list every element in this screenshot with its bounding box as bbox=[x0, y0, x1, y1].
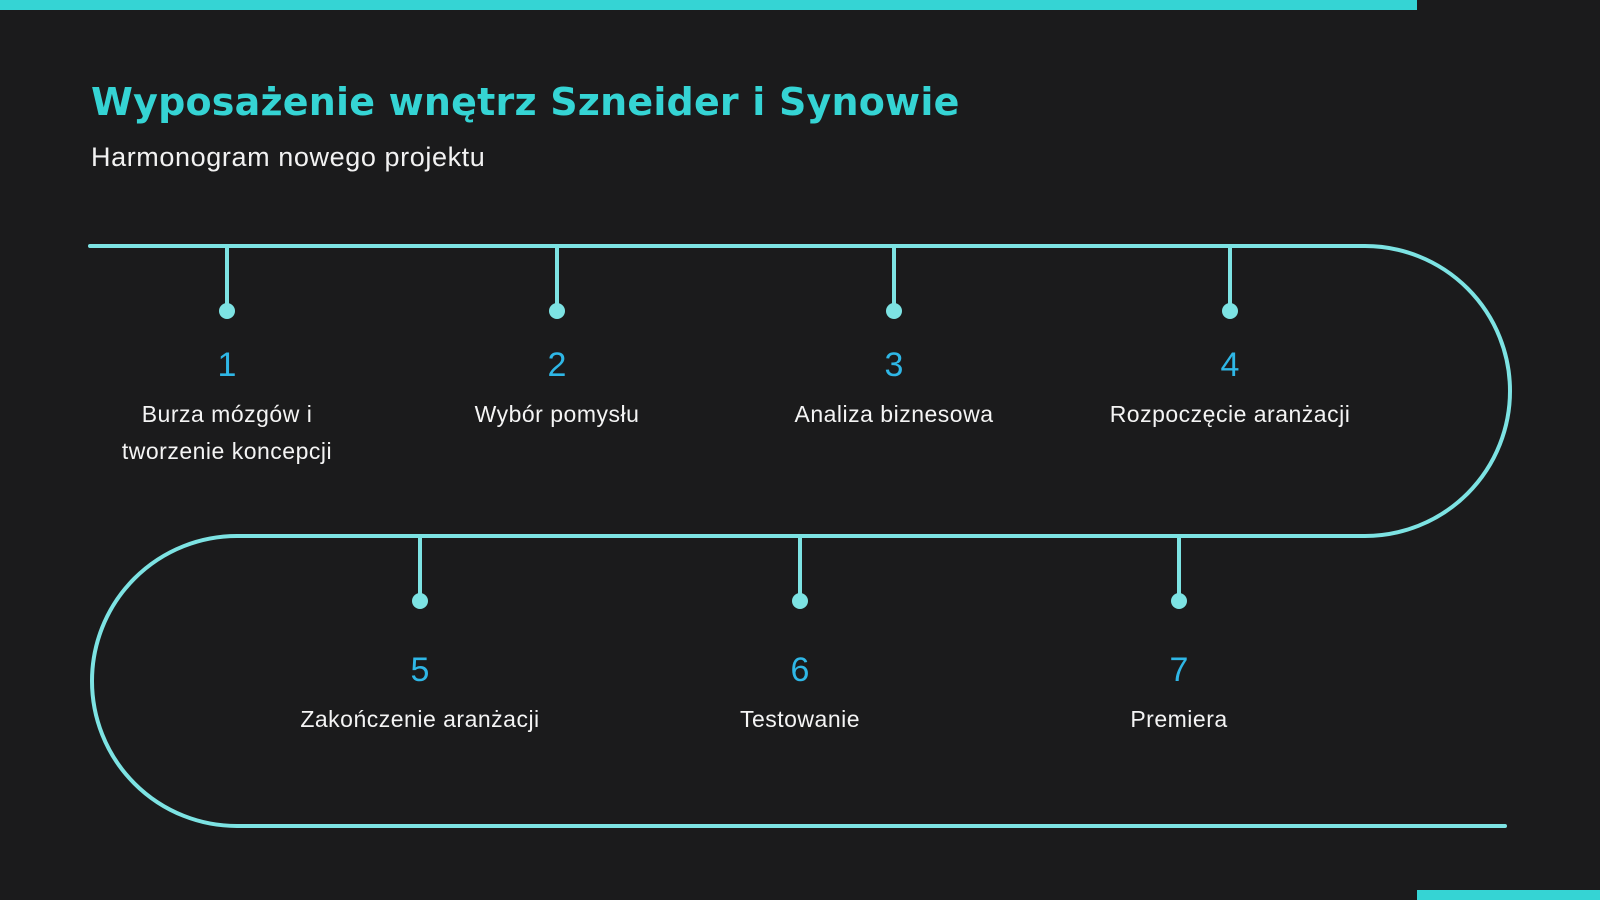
step-6: 6 Testowanie bbox=[650, 650, 950, 738]
step-number: 4 bbox=[1220, 346, 1240, 384]
step-label: Wybór pomysłu bbox=[474, 401, 640, 427]
step-3: 3 Analiza biznesowa bbox=[744, 345, 1044, 433]
step-5: 5 Zakończenie aranżacji bbox=[270, 650, 570, 738]
bottom-accent-bar bbox=[1417, 890, 1600, 900]
step-1: 1 Burza mózgów i tworzenie koncepcji bbox=[77, 345, 377, 470]
page-title: Wyposażenie wnętrz Szneider i Synowie bbox=[91, 80, 960, 124]
step-number: 2 bbox=[547, 346, 567, 384]
step-2: 2 Wybór pomysłu bbox=[407, 345, 707, 433]
step-label: Burza mózgów i tworzenie koncepcji bbox=[121, 401, 333, 464]
milestone-dot-5 bbox=[412, 593, 428, 609]
step-4: 4 Rozpoczęcie aranżacji bbox=[1080, 345, 1380, 433]
milestone-dot-3 bbox=[886, 303, 902, 319]
step-number: 5 bbox=[410, 651, 430, 689]
step-label: Rozpoczęcie aranżacji bbox=[1109, 401, 1351, 427]
step-number: 7 bbox=[1169, 651, 1189, 689]
step-number: 6 bbox=[790, 651, 810, 689]
step-label: Testowanie bbox=[739, 706, 861, 732]
step-number: 3 bbox=[884, 346, 904, 384]
step-label: Zakończenie aranżacji bbox=[300, 706, 540, 732]
milestone-dot-7 bbox=[1171, 593, 1187, 609]
step-number: 1 bbox=[217, 346, 237, 384]
step-label: Analiza biznesowa bbox=[794, 401, 994, 427]
step-label: Premiera bbox=[1130, 706, 1228, 732]
top-accent-bar bbox=[0, 0, 1417, 10]
milestone-dot-6 bbox=[792, 593, 808, 609]
page-subtitle: Harmonogram nowego projektu bbox=[91, 142, 486, 172]
milestone-dot-1 bbox=[219, 303, 235, 319]
milestone-dot-2 bbox=[549, 303, 565, 319]
milestone-dot-4 bbox=[1222, 303, 1238, 319]
step-7: 7 Premiera bbox=[1029, 650, 1329, 738]
